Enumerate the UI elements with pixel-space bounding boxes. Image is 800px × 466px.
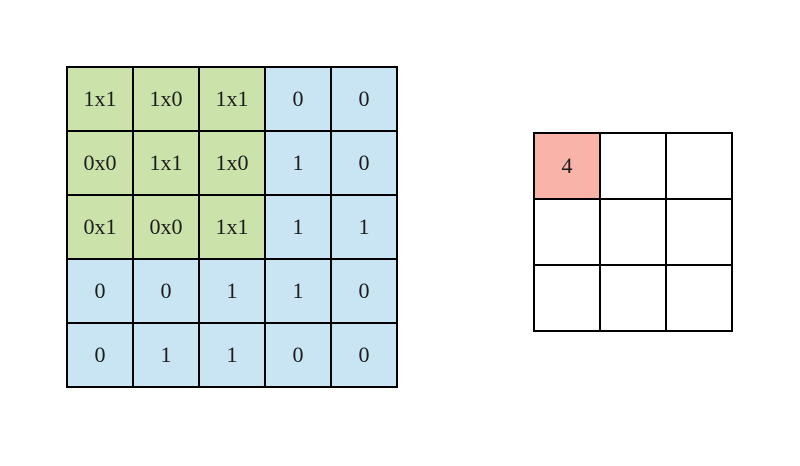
matrix-row: 4 (533, 132, 733, 200)
matrix-cell (599, 264, 667, 332)
matrix-cell: 0 (330, 130, 398, 196)
matrix-cell (599, 132, 667, 200)
matrix-cell: 1 (132, 322, 200, 388)
matrix-cell: 4 (533, 132, 601, 200)
matrix-cell: 0x0 (132, 194, 200, 260)
matrix-cell (533, 198, 601, 266)
matrix-cell: 1x1 (66, 66, 134, 132)
matrix-cell (533, 264, 601, 332)
matrix-cell: 1x1 (198, 194, 266, 260)
matrix-cell: 1 (330, 194, 398, 260)
matrix-row (533, 264, 733, 332)
matrix-cell: 0 (66, 258, 134, 324)
matrix-cell: 1 (198, 322, 266, 388)
matrix-cell: 0 (132, 258, 200, 324)
matrix-cell: 1x0 (198, 130, 266, 196)
matrix-cell (599, 198, 667, 266)
matrix-cell: 1x0 (132, 66, 200, 132)
matrix-cell: 0x0 (66, 130, 134, 196)
matrix-cell (665, 264, 733, 332)
output-matrix: 4 (533, 132, 733, 332)
matrix-cell: 0 (264, 322, 332, 388)
matrix-cell: 1 (198, 258, 266, 324)
matrix-cell (665, 132, 733, 200)
matrix-cell: 0x1 (66, 194, 134, 260)
matrix-cell: 1 (264, 194, 332, 260)
matrix-cell: 1x1 (198, 66, 266, 132)
matrix-cell: 0 (330, 66, 398, 132)
matrix-cell: 0 (264, 66, 332, 132)
matrix-cell: 0 (66, 322, 134, 388)
matrix-row (533, 198, 733, 266)
matrix-cell: 1 (264, 130, 332, 196)
matrix-cell: 0 (330, 258, 398, 324)
matrix-cell (665, 198, 733, 266)
matrix-cell: 0 (330, 322, 398, 388)
matrix-cell: 1x1 (132, 130, 200, 196)
matrix-cell: 1 (264, 258, 332, 324)
